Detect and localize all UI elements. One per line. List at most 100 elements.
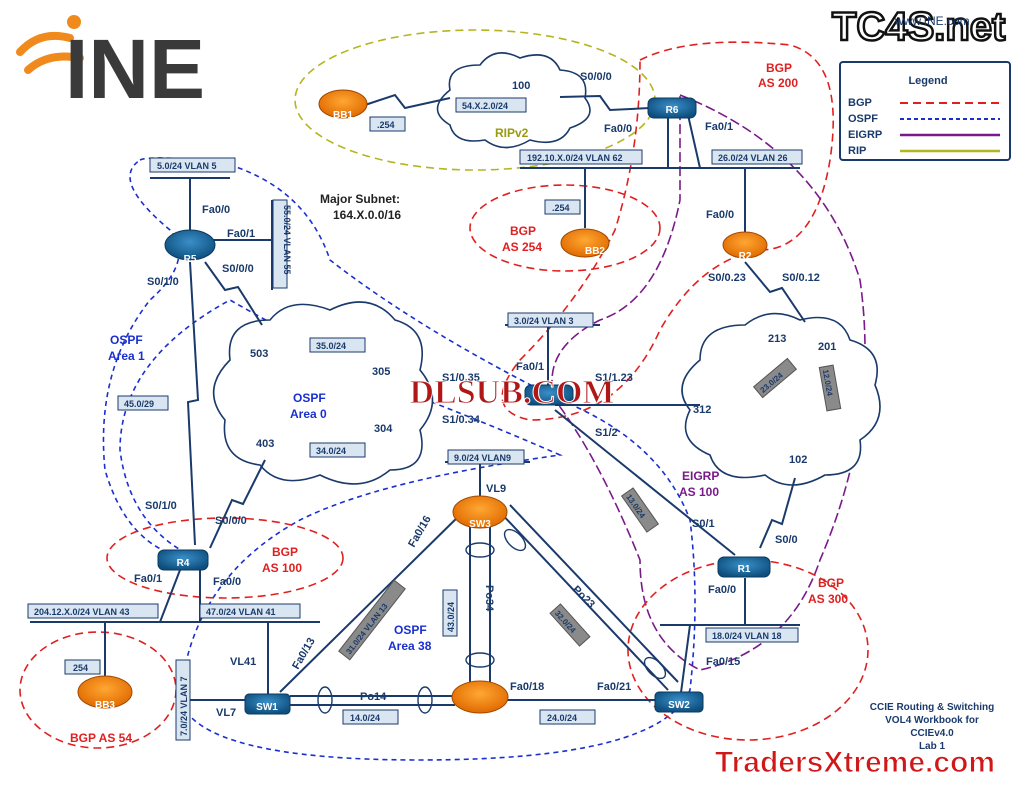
subnet-7: 7.0/24 VLAN 7	[179, 676, 189, 736]
svg-text:R4: R4	[177, 558, 190, 569]
svg-text:304: 304	[374, 423, 393, 435]
svg-text:R2: R2	[739, 251, 752, 262]
svg-text:BGP: BGP	[510, 224, 536, 238]
svg-text:S0/0/0: S0/0/0	[580, 71, 612, 83]
svg-text:403: 403	[256, 438, 274, 450]
svg-text:R1: R1	[738, 564, 751, 575]
router-bb3: BB3	[77, 675, 133, 711]
subnet-54: 54.X.2.0/24	[462, 101, 508, 111]
svg-text:AS 200: AS 200	[758, 76, 798, 90]
subnet-24: 24.0/24	[547, 713, 577, 723]
svg-text:BGP AS 54: BGP AS 54	[70, 731, 132, 745]
link-r2-eigrp	[744, 261, 806, 323]
svg-text:AS 100: AS 100	[262, 561, 302, 575]
svg-text:SW3: SW3	[469, 519, 491, 530]
router-bb1: BB1	[318, 89, 368, 121]
switch-sw2: SW2	[654, 691, 704, 713]
svg-text:CCIE Routing & Switching: CCIE Routing & Switching	[870, 702, 994, 713]
svg-text:S0/0.12: S0/0.12	[782, 272, 820, 284]
ine-logo-text: INE	[65, 22, 205, 116]
subnet-47: 47.0/24 VLAN 41	[206, 607, 276, 617]
svg-text:S0/0: S0/0	[775, 534, 798, 546]
subnet-31: 31.0/24 VLAN 13	[344, 601, 389, 656]
svg-text:OSPF: OSPF	[110, 333, 143, 347]
legend-ospf-label: OSPF	[848, 113, 878, 125]
corner-logo: TC4S.net	[832, 5, 1005, 49]
svg-text:VL9: VL9	[486, 483, 506, 495]
watermark-bottom: TradersXtreme.com	[715, 746, 995, 779]
link-rip-r6	[559, 94, 651, 112]
link-r5-ospf0	[204, 261, 263, 326]
svg-text:OSPF: OSPF	[293, 391, 326, 405]
svg-text:OSPF: OSPF	[394, 623, 427, 637]
router-sw4	[451, 680, 509, 714]
svg-text:S1/0.35: S1/0.35	[442, 372, 480, 384]
link-r5-r4	[186, 261, 200, 546]
svg-text:102: 102	[789, 454, 807, 466]
router-r1: R1	[717, 556, 771, 578]
router-r3	[524, 384, 574, 406]
svg-text:R6: R6	[666, 105, 679, 116]
svg-text:S0/0/0: S0/0/0	[215, 515, 247, 527]
svg-text:BB1: BB1	[333, 110, 353, 121]
svg-text:Po23: Po23	[570, 584, 597, 611]
svg-text:VL41: VL41	[230, 656, 256, 668]
ospf-boundary	[102, 157, 696, 761]
link-r4-ospf0	[209, 459, 266, 549]
corner-logo-sub: www.INE.com	[894, 14, 970, 28]
eigrp-boundary	[551, 93, 866, 671]
svg-text:Fa0/0: Fa0/0	[213, 576, 241, 588]
svg-text:VL7: VL7	[216, 707, 236, 719]
subnet-labels: 54.X.2.0/24 .254 192.10.X.0/24 VLAN 62 2…	[27, 97, 803, 741]
svg-text:R5: R5	[184, 254, 197, 265]
svg-text:S1/2: S1/2	[595, 427, 618, 439]
subnet-204: 204.12.X.0/24 VLAN 43	[34, 607, 130, 617]
svg-text:Po14: Po14	[360, 691, 387, 703]
router-r2: R2	[722, 231, 768, 262]
svg-text:CCIEv4.0: CCIEv4.0	[910, 728, 954, 739]
link-r3-r1	[554, 409, 736, 556]
subnet-192: 192.10.X.0/24 VLAN 62	[527, 153, 623, 163]
svg-text:BB3: BB3	[95, 700, 115, 711]
svg-text:BB2: BB2	[585, 246, 605, 257]
svg-text:503: 503	[250, 348, 268, 360]
bgp-as100-boundary	[106, 517, 344, 599]
subnet-5: 5.0/24 VLAN 5	[157, 161, 217, 171]
subnet-bb2-254: .254	[552, 203, 570, 213]
svg-text:EIGRP: EIGRP	[682, 469, 719, 483]
svg-text:Area 1: Area 1	[108, 349, 145, 363]
subnet-43: 43.0/24	[446, 602, 456, 632]
svg-text:Fa0/0: Fa0/0	[604, 123, 632, 135]
area-labels: Major Subnet: 164.X.0.0/16 BGP AS 200 BG…	[70, 61, 848, 745]
subnet-bb3-254: 254	[73, 663, 88, 673]
svg-text:Lab 1: Lab 1	[919, 741, 946, 752]
svg-text:213: 213	[768, 333, 786, 345]
svg-text:RIPv2: RIPv2	[495, 126, 529, 140]
legend-rip-label: RIP	[848, 145, 866, 157]
svg-text:Fa0/1: Fa0/1	[227, 228, 255, 240]
ine-logo: INE	[16, 15, 205, 116]
svg-text:BGP: BGP	[766, 61, 792, 75]
svg-text:Fa0/1: Fa0/1	[705, 121, 733, 133]
router-r4: R4	[157, 549, 209, 571]
svg-text:Fa0/18: Fa0/18	[510, 681, 544, 693]
bgp-as254-boundary	[469, 184, 661, 272]
svg-text:Fa0/0: Fa0/0	[202, 204, 230, 216]
major-subnet-title: Major Subnet:	[320, 192, 400, 206]
svg-text:201: 201	[818, 341, 836, 353]
svg-text:AS 300: AS 300	[808, 592, 848, 606]
subnet-55: 55.0/24 VLAN 55	[282, 205, 292, 275]
svg-text:SW2: SW2	[668, 700, 690, 711]
svg-text:BGP: BGP	[818, 576, 844, 590]
svg-text:Fa0/21: Fa0/21	[597, 681, 631, 693]
link-sw3-sw1	[279, 509, 466, 693]
watermark-center: DLSUB.COM	[410, 374, 615, 411]
svg-text:S1/1.23: S1/1.23	[595, 372, 633, 384]
link-bb1-rip	[364, 93, 451, 110]
legend-eigrp-label: EIGRP	[848, 129, 882, 141]
svg-text:Po34: Po34	[483, 585, 495, 612]
svg-text:S0/1/0: S0/1/0	[147, 276, 179, 288]
router-r6: R6	[647, 97, 697, 119]
svg-text:S0/0.23: S0/0.23	[708, 272, 746, 284]
subnet-26: 26.0/24 VLAN 26	[718, 153, 788, 163]
